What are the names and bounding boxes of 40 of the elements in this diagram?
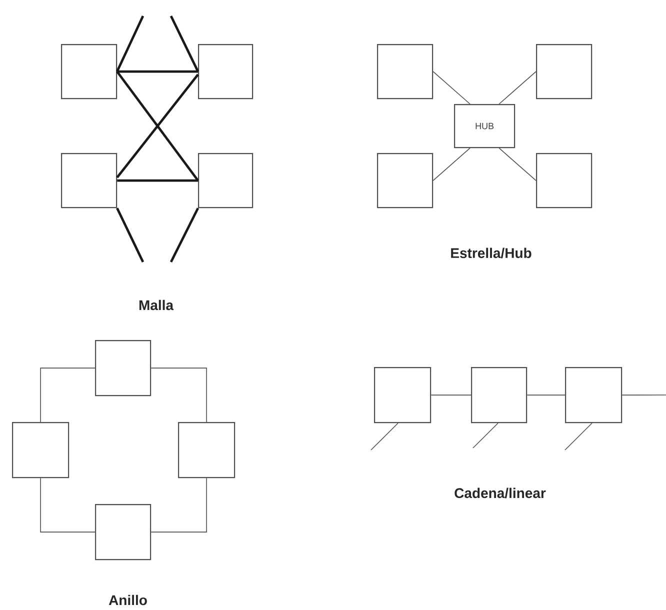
cable-line bbox=[116, 208, 144, 263]
network-box bbox=[61, 44, 118, 100]
topology-label: Cadena/linear bbox=[454, 488, 546, 498]
topology-label: Estrella/Hub bbox=[451, 248, 532, 258]
network-box bbox=[198, 153, 254, 208]
network-box bbox=[198, 44, 254, 100]
network-box bbox=[374, 367, 432, 424]
cable-line bbox=[150, 478, 207, 532]
cable-line bbox=[40, 478, 96, 532]
cable-line bbox=[116, 15, 144, 72]
network-box bbox=[95, 504, 152, 560]
cable-line bbox=[622, 394, 666, 396]
cable-line bbox=[170, 15, 200, 72]
topology-label: Malla bbox=[139, 300, 174, 310]
hub-box: HUB bbox=[454, 104, 516, 148]
network-box bbox=[471, 367, 528, 424]
cable-line bbox=[564, 422, 592, 450]
cable-line bbox=[170, 208, 200, 263]
cable-line bbox=[432, 148, 470, 181]
cable-line bbox=[150, 368, 207, 422]
cable-line bbox=[117, 70, 198, 73]
network-box bbox=[536, 153, 592, 208]
cable-line bbox=[430, 394, 472, 396]
topology-label: Anillo bbox=[108, 594, 147, 606]
network-box bbox=[95, 340, 152, 396]
cable-line bbox=[498, 71, 536, 104]
cable-line bbox=[472, 422, 498, 448]
cable-line bbox=[117, 179, 198, 182]
network-box bbox=[565, 367, 622, 424]
cable-line bbox=[40, 368, 96, 422]
network-box bbox=[178, 422, 236, 478]
cable-line bbox=[370, 422, 398, 450]
network-box bbox=[12, 422, 70, 478]
network-box bbox=[377, 44, 434, 100]
cable-line bbox=[498, 148, 536, 181]
network-box bbox=[377, 153, 434, 208]
network-box bbox=[536, 44, 592, 100]
cable-line bbox=[432, 71, 470, 104]
cable-line bbox=[526, 394, 566, 396]
network-box bbox=[61, 153, 118, 208]
